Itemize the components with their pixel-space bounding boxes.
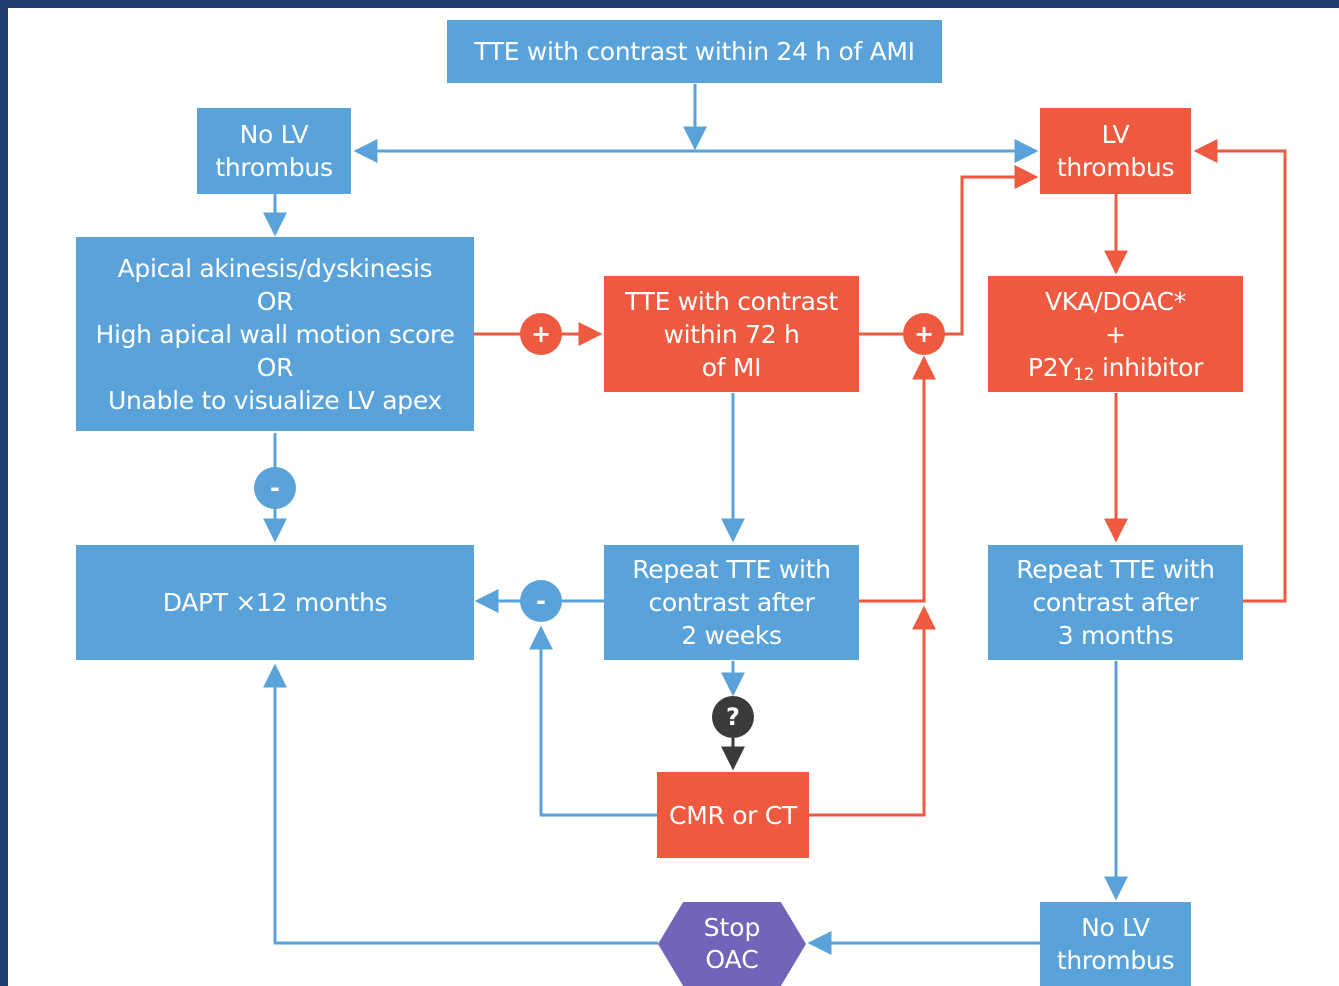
repeat-2w-line3: 2 weeks bbox=[681, 621, 782, 650]
vka-line1: VKA/DOAC* bbox=[1044, 286, 1186, 316]
tte-72h-line1: TTE with contrast bbox=[625, 286, 838, 316]
frame-left-border bbox=[0, 0, 8, 986]
tte-24h-label: TTE with contrast within 24 h of AMI bbox=[474, 37, 915, 66]
apical-criteria-box: Apical akinesis/dyskinesis OR High apica… bbox=[76, 237, 474, 431]
lv-thrombus-line1: LV bbox=[1101, 120, 1130, 149]
plus-marker-right: + bbox=[903, 313, 945, 355]
p2y-text: P2Y bbox=[1027, 352, 1074, 382]
repeat-3-months-box: Repeat TTE with contrast after 3 months bbox=[988, 545, 1243, 660]
tte-72h-line3: of MI bbox=[701, 352, 762, 382]
tte-24h-box: TTE with contrast within 24 h of AMI bbox=[447, 20, 942, 83]
apical-line2: OR bbox=[256, 286, 294, 316]
question-marker: ? bbox=[712, 696, 754, 738]
apical-line5: Unable to visualize LV apex bbox=[108, 385, 442, 415]
p2y-inhibitor-text: inhibitor bbox=[1094, 352, 1204, 382]
line-3m-loop-to-lv bbox=[1193, 139, 1287, 603]
vka-doac-box: VKA/DOAC* + P2Y12 inhibitor bbox=[988, 276, 1243, 392]
tte-72h-line2: within 72 h bbox=[663, 319, 800, 349]
no-lv-bottom-line1: No LV bbox=[1081, 913, 1150, 942]
tte-72h-box: TTE with contrast within 72 h of MI bbox=[604, 276, 859, 392]
line-plus-to-lv bbox=[944, 165, 1039, 336]
no-lv-bottom-line2: thrombus bbox=[1056, 946, 1175, 975]
dapt-label: DAPT ×12 months bbox=[162, 588, 388, 617]
line-stop-to-dapt bbox=[263, 663, 658, 945]
no-lv-thrombus-top-box: No LV thrombus bbox=[197, 108, 351, 194]
apical-line3: High apical wall motion score bbox=[95, 319, 455, 349]
repeat-3m-line1: Repeat TTE with bbox=[1016, 555, 1215, 584]
no-lv-top-line2: thrombus bbox=[215, 153, 333, 182]
line-repeat-to-plus bbox=[858, 355, 936, 603]
frame-top-border bbox=[0, 0, 1339, 8]
no-lv-top-line1: No LV bbox=[239, 120, 309, 149]
stop-oac-line1: Stop bbox=[703, 913, 761, 942]
repeat-2-weeks-box: Repeat TTE with contrast after 2 weeks bbox=[604, 545, 859, 660]
dapt-box: DAPT ×12 months bbox=[76, 545, 474, 660]
lv-thrombus-line2: thrombus bbox=[1056, 153, 1175, 182]
minus-marker-apical: - bbox=[254, 467, 296, 509]
vka-line3: P2Y12 inhibitor bbox=[1028, 351, 1203, 384]
apical-line1: Apical akinesis/dyskinesis bbox=[117, 253, 433, 283]
stop-oac-line2: OAC bbox=[705, 945, 759, 974]
repeat-3m-line3: 3 months bbox=[1057, 621, 1174, 650]
cmr-ct-box: CMR or CT bbox=[657, 772, 809, 858]
minus-marker-repeat: - bbox=[520, 580, 562, 622]
line-cmr-to-minus bbox=[529, 625, 657, 817]
cmr-ct-label: CMR or CT bbox=[669, 800, 797, 830]
no-lv-thrombus-bottom-box: No LV thrombus bbox=[1040, 902, 1191, 986]
vka-line2: + bbox=[1105, 319, 1126, 349]
stop-oac-hexagon: Stop OAC bbox=[658, 902, 806, 986]
repeat-2w-line2: contrast after bbox=[648, 588, 815, 617]
line-cmr-to-repeat-red bbox=[808, 605, 936, 817]
plus-marker-left: + bbox=[520, 313, 562, 355]
p2y-subscript: 12 bbox=[1073, 364, 1095, 385]
repeat-2w-line1: Repeat TTE with bbox=[632, 555, 831, 584]
lv-thrombus-box: LV thrombus bbox=[1040, 108, 1191, 194]
repeat-3m-line2: contrast after bbox=[1032, 588, 1199, 617]
apical-line4: OR bbox=[256, 352, 294, 382]
